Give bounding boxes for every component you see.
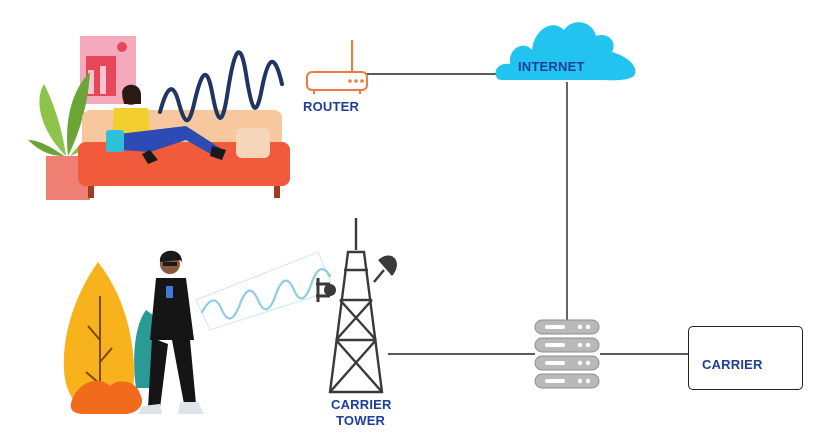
internet-label: INTERNET	[518, 59, 585, 74]
cell-signal-beam	[195, 251, 335, 331]
carrier-tower-icon	[316, 218, 397, 394]
server-rack-icon	[534, 319, 600, 389]
home-user-illustration	[28, 36, 290, 200]
carrier-tower-label-line1: CARRIER	[331, 397, 392, 412]
carrier-box	[688, 326, 803, 390]
mobile-user-illustration	[63, 250, 204, 414]
carrier-label: CARRIER	[702, 357, 763, 372]
internet-cloud-icon	[495, 22, 636, 81]
orange-bush	[70, 380, 143, 414]
person-legs	[118, 126, 220, 156]
carrier-tower-label-line2: TOWER	[336, 413, 386, 428]
router-label: ROUTER	[303, 99, 360, 114]
router-icon	[306, 40, 368, 94]
wifi-signal-wave	[158, 50, 284, 122]
connector-lines	[366, 73, 688, 355]
cell-signal-wave	[200, 268, 332, 320]
walking-person-body	[150, 278, 194, 340]
